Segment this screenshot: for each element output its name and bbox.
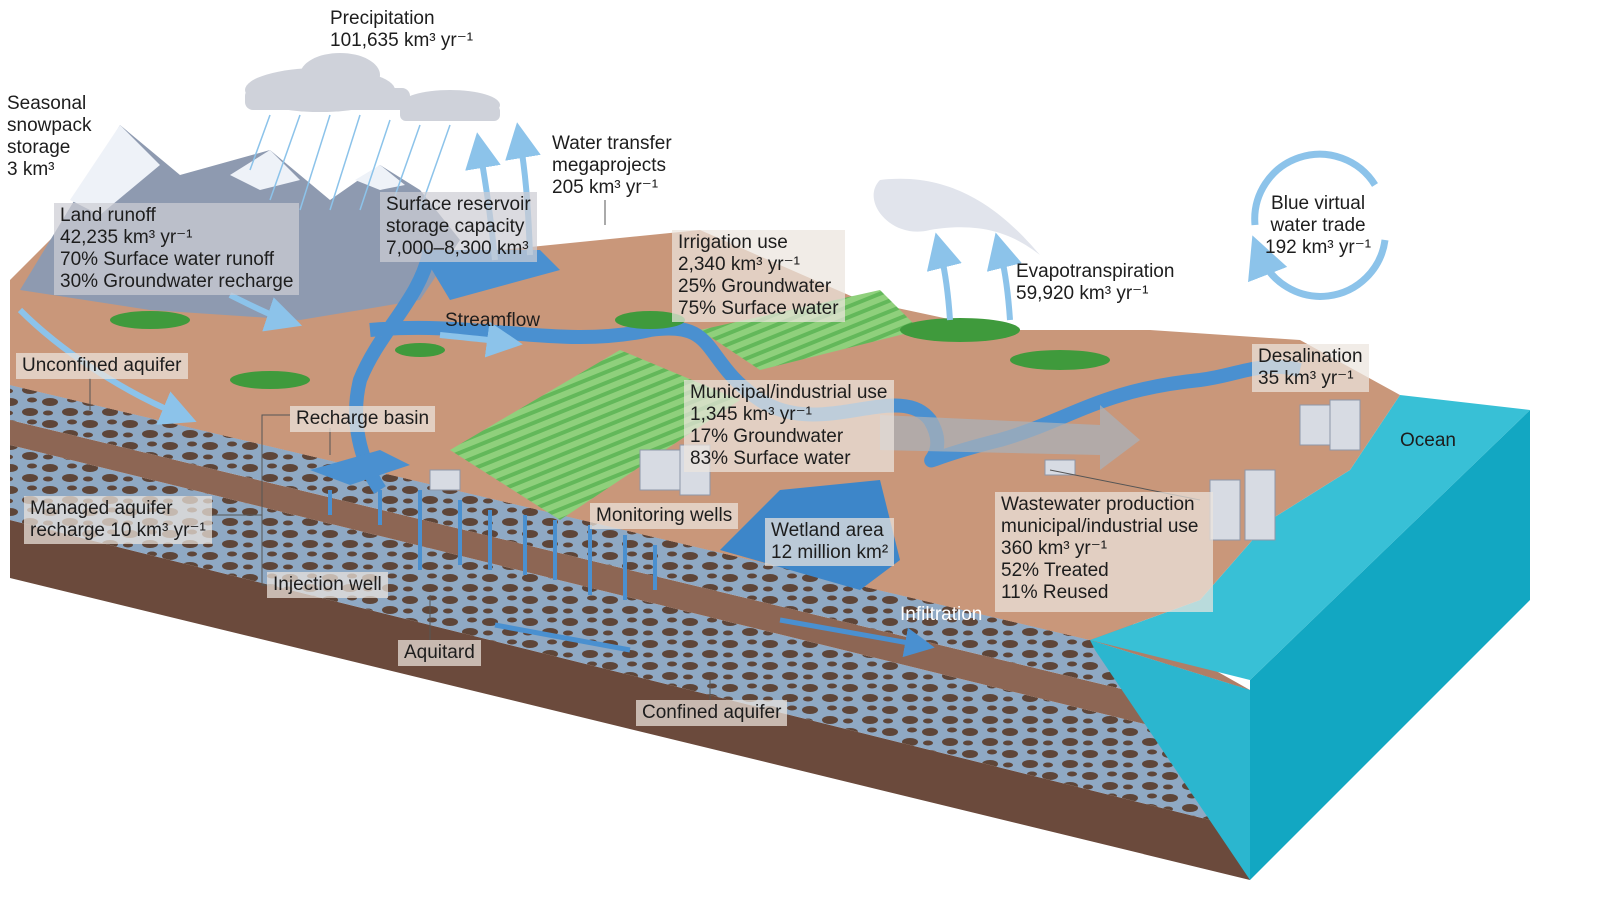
- reservoir-label: Surface reservoir storage capacity 7,000…: [380, 192, 537, 262]
- desalination-label: Desalination 35 km³ yr⁻¹: [1252, 344, 1369, 392]
- evapotranspiration-value: 59,920 km³ yr⁻¹: [1016, 283, 1149, 304]
- virtual-trade-label: Blue virtual water trade 192 km³ yr⁻¹: [1265, 193, 1371, 259]
- monitoring-wells-label: Monitoring wells: [590, 503, 739, 529]
- irrigation-groundwater-share: 25% Groundwater: [678, 276, 832, 297]
- land-runoff-groundwater-share: 30% Groundwater recharge: [60, 271, 294, 292]
- reservoir: [420, 250, 560, 300]
- snowpack-line: Seasonal: [7, 93, 87, 114]
- ocean-front-face: [1090, 640, 1250, 880]
- confined-aquifer-layer: [10, 445, 1250, 830]
- snow-caps: [70, 125, 160, 215]
- wells: [328, 490, 657, 600]
- land-runoff-value: 42,235 km³ yr⁻¹: [60, 227, 193, 248]
- vegetation: [110, 311, 1110, 389]
- virtual-trade-value: 192 km³ yr⁻¹: [1265, 237, 1372, 258]
- wastewater-label: Wastewater production municipal/industri…: [995, 492, 1213, 612]
- desalination-title: Desalination: [1258, 346, 1363, 367]
- reservoir-title: Surface reservoir: [386, 194, 531, 215]
- evapotranspiration-title: Evapotranspiration: [1016, 261, 1175, 282]
- irrigation-title: Irrigation use: [678, 232, 788, 253]
- managed-recharge-value: recharge 10 km³ yr⁻¹: [30, 520, 206, 541]
- managed-recharge-title: Managed aquifer: [30, 498, 173, 519]
- snowpack-line: snowpack: [7, 115, 92, 136]
- snow-caps: [355, 165, 405, 190]
- snowpack-line: storage: [7, 137, 71, 158]
- land-runoff-surface-share: 70% Surface water runoff: [60, 249, 275, 270]
- virtual-trade-cycle-icon: [1255, 150, 1389, 300]
- irrigation-label: Irrigation use 2,340 km³ yr⁻¹ 25% Ground…: [672, 230, 845, 322]
- wastewater-reused: 11% Reused: [1001, 582, 1109, 603]
- infiltration-label: Infiltration: [900, 604, 983, 625]
- streamflow-label: Streamflow: [445, 310, 541, 331]
- virtual-trade-title: Blue virtual: [1271, 193, 1366, 214]
- wastewater-treated: 52% Treated: [1001, 560, 1109, 581]
- recharge-basin: [310, 450, 410, 485]
- water-transfer-label: Water transfer megaprojects 205 km³ yr⁻¹: [552, 133, 672, 199]
- clouds: [245, 53, 500, 121]
- municipal-groundwater-share: 17% Groundwater: [690, 426, 844, 447]
- desalination-value: 35 km³ yr⁻¹: [1258, 368, 1354, 389]
- irrigation-surface-share: 75% Surface water: [678, 298, 839, 319]
- irrigation-value: 2,340 km³ yr⁻¹: [678, 254, 800, 275]
- irrigated-fields: [700, 290, 920, 370]
- wetland-value: 12 million km²: [771, 542, 889, 563]
- snow-caps: [230, 150, 300, 190]
- evaporation-cloud: [873, 178, 1040, 255]
- aquitard-label: Aquitard: [398, 640, 481, 666]
- reservoir-title: storage capacity: [386, 216, 525, 237]
- municipal-label: Municipal/industrial use 1,345 km³ yr⁻¹ …: [684, 380, 894, 472]
- wastewater-value: 360 km³ yr⁻¹: [1001, 538, 1108, 559]
- confined-aquifer-label: Confined aquifer: [636, 700, 788, 726]
- transfer-value: 205 km³ yr⁻¹: [552, 177, 659, 198]
- groundwater-flow-arrow: [494, 617, 920, 650]
- wetland-label: Wetland area 12 million km²: [765, 518, 895, 566]
- land-runoff-title: Land runoff: [60, 205, 156, 226]
- recharge-basin-label: Recharge basin: [290, 406, 436, 432]
- transfer-title: megaprojects: [552, 155, 667, 176]
- snowpack-value: 3 km³: [7, 159, 55, 180]
- wastewater-title: municipal/industrial use: [1001, 516, 1199, 537]
- snowpack-label: Seasonal snowpack storage 3 km³: [7, 93, 92, 181]
- virtual-trade-title: water trade: [1270, 215, 1366, 236]
- precipitation-value: 101,635 km³ yr⁻¹: [330, 30, 474, 51]
- wetland-title: Wetland area: [771, 520, 884, 541]
- reservoir-value: 7,000–8,300 km³: [386, 238, 529, 259]
- managed-recharge-label: Managed aquifer recharge 10 km³ yr⁻¹: [24, 496, 212, 544]
- irrigated-fields: [450, 350, 740, 520]
- ocean-label: Ocean: [1400, 430, 1456, 451]
- municipal-surface-share: 83% Surface water: [690, 448, 851, 469]
- unconfined-aquifer-label: Unconfined aquifer: [16, 353, 188, 379]
- municipal-value: 1,345 km³ yr⁻¹: [690, 404, 812, 425]
- land-runoff-label: Land runoff 42,235 km³ yr⁻¹ 70% Surface …: [54, 203, 300, 295]
- injection-well-label: Injection well: [267, 572, 388, 598]
- water-transfer-arrow: [880, 405, 1140, 470]
- wastewater-title: Wastewater production: [1001, 494, 1195, 515]
- precipitation-label: Precipitation 101,635 km³ yr⁻¹: [330, 8, 473, 52]
- transfer-title: Water transfer: [552, 133, 672, 154]
- aquitard-layer: [10, 420, 1250, 750]
- evapotranspiration-label: Evapotranspiration 59,920 km³ yr⁻¹: [1016, 261, 1174, 305]
- ocean-side-face: [1250, 410, 1530, 880]
- bedrock-layer: [10, 520, 1250, 880]
- municipal-title: Municipal/industrial use: [690, 382, 888, 403]
- precipitation-title: Precipitation: [330, 8, 435, 29]
